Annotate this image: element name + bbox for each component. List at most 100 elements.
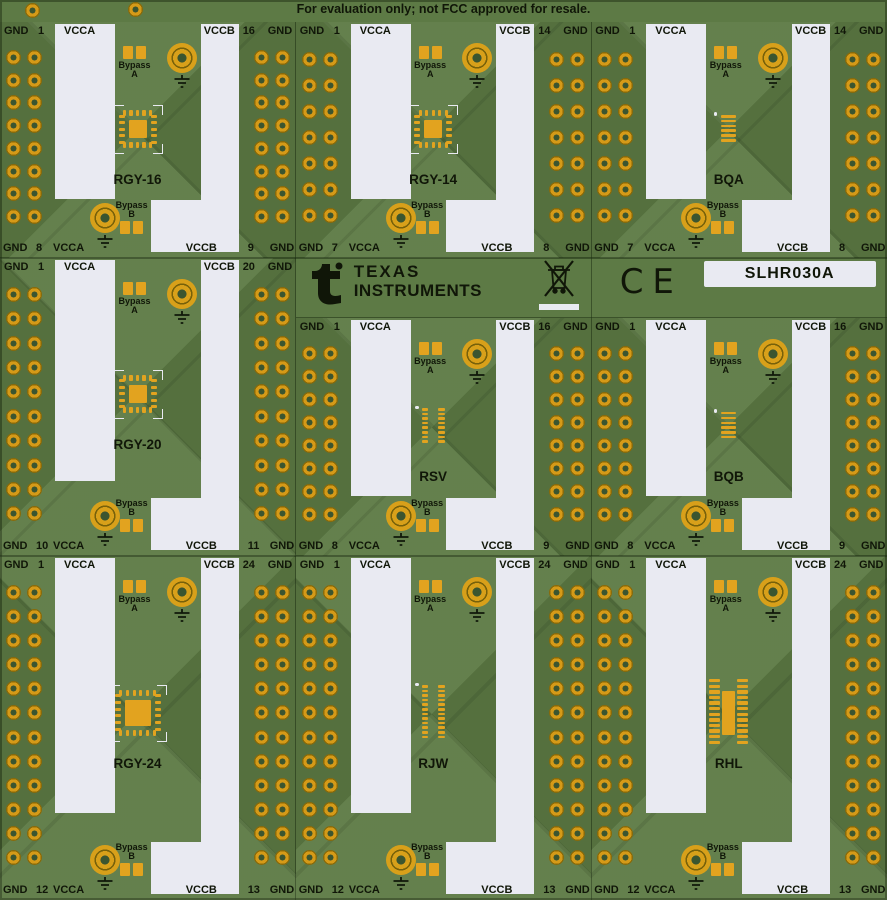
ic-pin <box>421 735 429 739</box>
through-hole-pad <box>865 461 881 476</box>
ic-pin <box>421 698 429 702</box>
through-hole-pad <box>274 632 290 648</box>
through-hole-pad <box>322 346 338 361</box>
gnd-label: GND <box>4 559 29 571</box>
bypass-cap-pad <box>714 342 725 355</box>
bypass-b-label: Bypass <box>411 842 444 852</box>
through-hole-pad <box>253 286 269 302</box>
vccb-label: VCCB <box>185 540 217 552</box>
test-point <box>90 203 120 233</box>
ic-pin <box>438 726 445 730</box>
ic-pin <box>129 406 133 413</box>
gnd-label: GND <box>298 884 324 896</box>
bypass-cap-pad <box>714 580 725 593</box>
through-hole-pad <box>618 608 634 624</box>
ic-pin <box>421 412 429 416</box>
through-hole-pad <box>27 481 42 497</box>
ic-pad-row <box>721 416 737 420</box>
through-hole-pad <box>322 129 338 145</box>
panel-score-line <box>0 555 887 557</box>
through-hole-pad <box>844 681 860 697</box>
through-hole-pad <box>322 753 338 769</box>
through-hole-pad <box>6 681 21 697</box>
silkscreen-vccb-foot <box>741 200 830 252</box>
gnd-label: GND <box>595 321 620 333</box>
through-hole-pad <box>274 705 290 721</box>
gnd-label: GND <box>594 540 619 552</box>
gnd-symbol-icon <box>172 609 192 623</box>
through-hole-pad <box>597 346 613 361</box>
ic-pin <box>122 374 127 381</box>
through-hole-pad <box>618 461 634 476</box>
test-point <box>681 501 712 531</box>
ic-pin <box>118 729 123 736</box>
through-hole-pad <box>322 777 338 793</box>
through-hole-pad <box>618 415 634 430</box>
gnd-label: GND <box>299 559 325 571</box>
through-hole-pad <box>301 632 317 648</box>
bypass-b-label: B <box>719 507 727 517</box>
ic-pin <box>118 392 125 396</box>
vccb-label: VCCB <box>499 559 531 571</box>
through-hole-pad <box>6 608 21 624</box>
test-point <box>166 577 197 607</box>
through-hole-pad <box>253 186 269 202</box>
through-hole-pad <box>274 163 290 179</box>
through-hole-pad <box>253 729 269 745</box>
through-hole-pad <box>274 826 290 842</box>
through-hole-pad <box>6 729 21 745</box>
pin-number: 8 <box>543 242 550 254</box>
bypass-cap-pad <box>418 342 429 355</box>
bypass-b-label: B <box>128 209 135 219</box>
gnd-label: GND <box>594 242 619 254</box>
package-label: BQA <box>713 172 744 188</box>
ic-pin <box>438 110 442 117</box>
vcca-label: VCCA <box>644 884 676 896</box>
through-hole-pad <box>27 826 42 842</box>
silkscreen-vcca-bar <box>350 24 411 199</box>
pin1-marker <box>415 682 419 687</box>
pin-number: 1 <box>38 261 45 273</box>
through-hole-pad <box>597 438 613 453</box>
vcca-label: VCCA <box>53 540 85 552</box>
through-hole-pad <box>549 103 565 119</box>
pin-number: 7 <box>331 242 338 254</box>
through-hole-pad <box>6 118 21 134</box>
through-hole-pad <box>6 311 21 327</box>
pin-number: 12 <box>331 884 344 896</box>
through-hole-pad <box>865 346 881 361</box>
bypass-b-label: Bypass <box>115 498 148 508</box>
bypass-a-label: A <box>426 603 434 613</box>
silkscreen-corner-bracket <box>156 684 167 695</box>
bypass-a-label: A <box>722 603 730 613</box>
silkscreen-vcca-bar <box>55 558 115 813</box>
package-label: RJW <box>418 755 449 771</box>
silkscreen-corner-bracket <box>448 144 459 155</box>
through-hole-pad <box>6 705 21 721</box>
silkscreen-vcca-bar <box>350 320 411 496</box>
through-hole-pad <box>549 729 565 745</box>
ic-pin <box>737 712 749 717</box>
ic-pin <box>431 142 435 149</box>
pin-number: 8 <box>627 540 634 552</box>
through-hole-pad <box>597 103 613 119</box>
ic-pin <box>438 417 445 420</box>
through-hole-pad <box>253 118 269 134</box>
through-hole-pad <box>570 103 586 119</box>
ic-pin <box>709 701 721 705</box>
through-hole-pad <box>844 729 860 745</box>
ic-pin <box>737 723 749 728</box>
ic-pin <box>737 701 749 705</box>
through-hole-pad <box>322 369 338 384</box>
ic-pin <box>446 127 453 131</box>
bypass-b-label: B <box>719 851 727 861</box>
ic-pin <box>438 712 445 716</box>
pin-number: 16 <box>833 321 847 333</box>
silkscreen-vccb-bar <box>200 558 239 894</box>
silkscreen-vcca-bar <box>646 558 707 813</box>
through-hole-pad <box>865 369 881 384</box>
through-hole-pad <box>570 777 586 793</box>
gnd-label: GND <box>269 242 295 254</box>
